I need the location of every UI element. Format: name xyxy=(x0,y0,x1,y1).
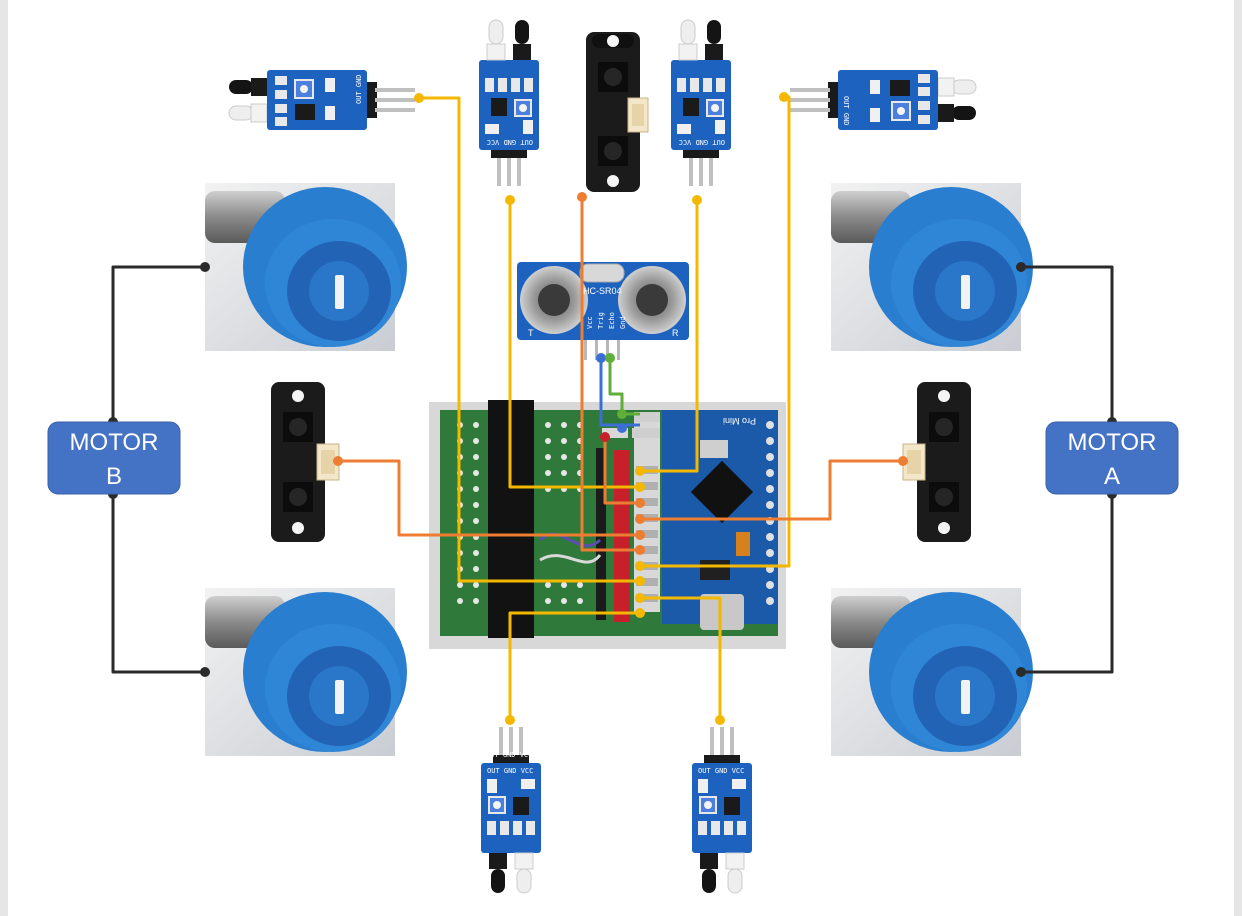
ir-pin-labels: OUT GND VCC xyxy=(486,751,532,759)
motor-b-box: MOTOR B xyxy=(48,422,180,494)
sharp-ir-sensor-left xyxy=(264,378,339,546)
ultrasonic-r-mark: R xyxy=(672,328,679,338)
motor-image-bottom-left xyxy=(205,588,407,756)
motor-image-top-right xyxy=(831,183,1033,351)
motor-a-label-line1: MOTOR xyxy=(1068,429,1157,456)
motor-a-box: MOTOR A xyxy=(1046,422,1178,494)
ultrasonic-t-mark: T xyxy=(528,328,534,338)
arduino-board-label: Pro Mini xyxy=(723,416,756,426)
motor-b-label-line1: MOTOR xyxy=(70,429,159,456)
ultrasonic-model-label: HC-SR04 xyxy=(583,286,622,296)
motor-a-label-line2: A xyxy=(1104,463,1120,490)
motor-image-bottom-right xyxy=(831,588,1033,756)
ultrasonic-pin-trig: Trig xyxy=(597,312,605,329)
sharp-ir-sensor-right xyxy=(903,378,978,546)
ultrasonic-pin-echo: Echo xyxy=(608,312,616,329)
sharp-ir-sensor-top xyxy=(578,26,648,196)
ultrasonic-pin-vcc: Vcc xyxy=(586,316,594,329)
motor-b-label-line2: B xyxy=(106,463,122,490)
ultrasonic-pin-gnd: Gnd xyxy=(619,316,627,329)
motor-image-top-left xyxy=(205,183,407,351)
